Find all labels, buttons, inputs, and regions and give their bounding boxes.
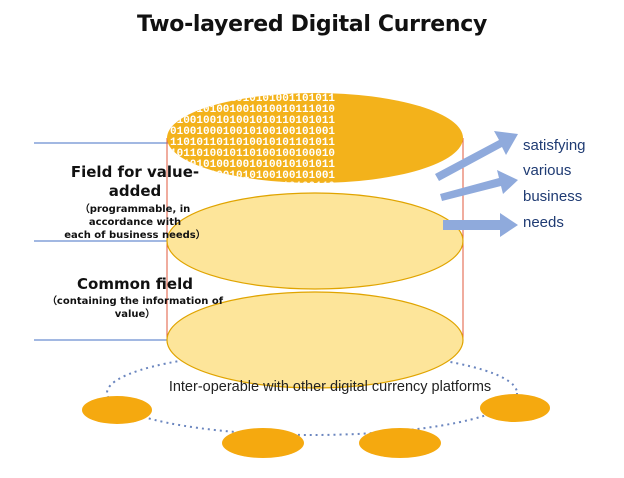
- value-added-heading-line1: Field for value-: [70, 163, 200, 181]
- output-word-various: various: [523, 162, 572, 179]
- common-field-heading: Common field: [77, 275, 193, 293]
- platform-disk-right: [480, 394, 550, 422]
- value-added-disk: [166, 192, 464, 290]
- binary-row-2: 0100101001001010010111010: [170, 104, 335, 116]
- binary-row-3: 1100100101001010110101011: [170, 115, 335, 127]
- value-added-desc-line1: （programmable, in: [79, 204, 191, 215]
- arrow-satisfying: [435, 131, 518, 181]
- value-added-heading: Field for value- added: [50, 163, 220, 201]
- binary-row-7: 0110101001001010010101011: [170, 159, 335, 171]
- platform-disk-left: [82, 396, 152, 424]
- platform-disk-bottom-left: [222, 428, 304, 458]
- binary-disk: [167, 93, 463, 183]
- interop-ring: [106, 350, 518, 436]
- value-added-desc-line2: accordance with: [88, 217, 182, 228]
- diagram-title: Two-layered Digital Currency: [136, 12, 488, 37]
- binary-row-5: 1101011011010010101101011: [170, 137, 335, 149]
- output-word-satisfying: satisfying: [523, 137, 586, 154]
- binary-row-4: 0100100010010100100101001: [170, 126, 335, 138]
- common-field-disk: [166, 291, 464, 389]
- arrow-business: [440, 170, 518, 201]
- value-added-description: （programmable, in accordance with each o…: [40, 203, 230, 242]
- common-field-desc-line1: （containing the information of: [46, 296, 224, 307]
- value-added-desc-line3: each of business needs）: [64, 230, 206, 241]
- arrow-needs: [443, 213, 518, 237]
- output-word-business: business: [523, 188, 583, 205]
- interop-label: Inter-operable with other digital curren…: [168, 379, 492, 395]
- platform-disk-bottom-right: [359, 428, 441, 458]
- value-added-heading-line2: added: [108, 182, 162, 200]
- common-field-description: （containing the information of value）: [40, 295, 230, 321]
- common-field-desc-line2: value）: [114, 309, 156, 320]
- binary-row-6: 1011010010110100100100010: [170, 148, 335, 160]
- output-word-needs: needs: [523, 214, 564, 231]
